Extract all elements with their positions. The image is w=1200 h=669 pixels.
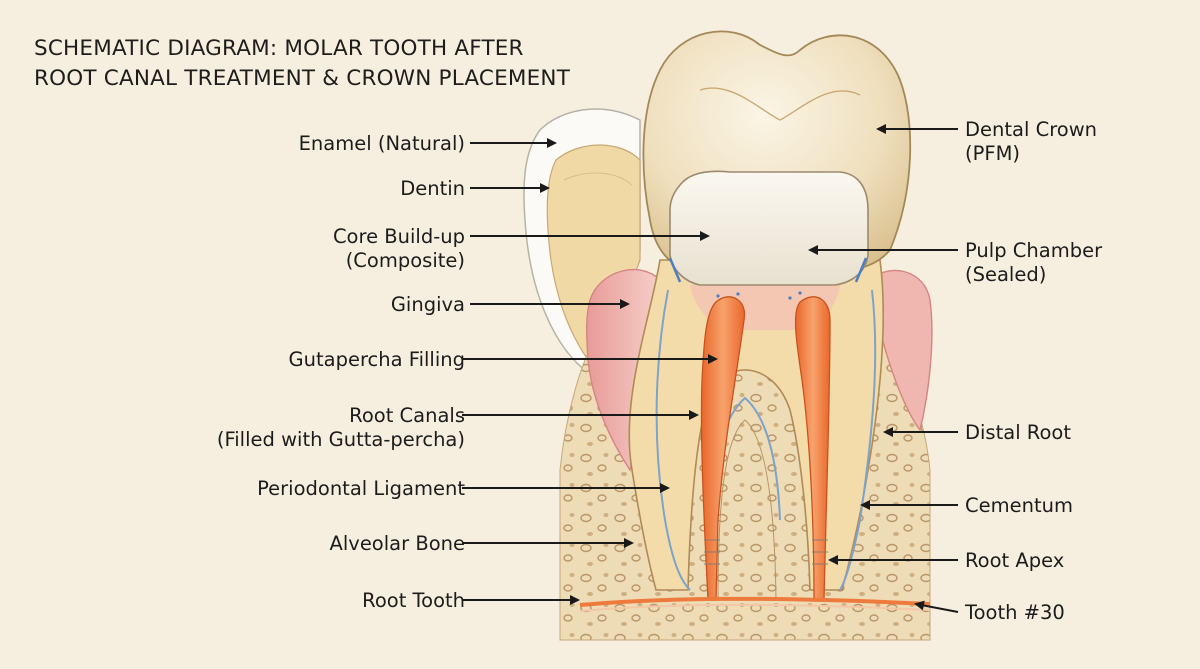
title-line-1: SCHEMATIC DIAGRAM: MOLAR TOOTH AFTER (34, 36, 524, 61)
label-cementum: Cementum (965, 494, 1073, 517)
label-distal-root: Distal Root (965, 421, 1071, 444)
label-alveolar-bone: Alveolar Bone (329, 532, 465, 555)
label-root-canals: Root Canals(Filled with Gutta-percha) (216, 404, 465, 451)
label-tooth-number: Tooth #30 (965, 601, 1065, 624)
label-pulp-chamber: Pulp Chamber(Sealed) (965, 239, 1103, 286)
label-core-buildup: Core Build-up(Composite) (332, 225, 465, 272)
label-gingiva: Gingiva (390, 293, 465, 316)
label-dentin: Dentin (400, 177, 465, 200)
label-periodontal-ligament: Periodontal Ligament (257, 477, 465, 500)
label-gutapercha-filling: Gutapercha Filling (288, 348, 465, 371)
title-line-2: ROOT CANAL TREATMENT & CROWN PLACEMENT (34, 66, 571, 91)
diagram-title: SCHEMATIC DIAGRAM: MOLAR TOOTH AFTER ROO… (34, 34, 674, 94)
label-root-tooth: Root Tooth (362, 589, 465, 612)
label-enamel: Enamel (Natural) (298, 132, 465, 155)
label-root-apex: Root Apex (965, 549, 1065, 572)
label-dental-crown: Dental Crown(PFM) (965, 118, 1098, 165)
